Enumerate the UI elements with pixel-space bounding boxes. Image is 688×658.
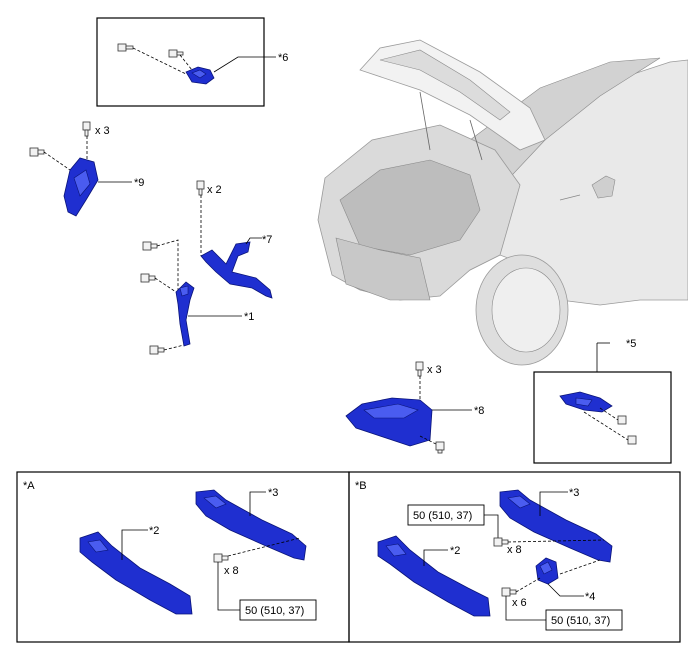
qty-b6: x 6 — [512, 597, 527, 609]
label-8: *8 — [474, 405, 484, 417]
part-1 — [175, 281, 195, 347]
vehicle-illustration — [317, 39, 688, 366]
bolt-icon — [493, 537, 509, 547]
bolt-icon — [140, 273, 156, 283]
bolt-icon — [213, 553, 229, 563]
label-6: *6 — [278, 52, 288, 64]
bolt-icon — [627, 435, 637, 445]
qty-a: x 8 — [224, 565, 239, 577]
bolt-icon — [617, 415, 627, 425]
part-8 — [345, 397, 433, 447]
label-5: *5 — [626, 338, 636, 350]
part-2-b — [377, 535, 491, 617]
label-9: *9 — [134, 177, 144, 189]
label-1: *1 — [244, 311, 254, 323]
bolt-icon — [142, 241, 158, 251]
torque-b-bottom: 50 (510, 37) — [551, 615, 610, 627]
torque-a: 50 (510, 37) — [245, 605, 304, 617]
part-2-a — [79, 531, 193, 615]
inset-box-6 — [96, 17, 265, 107]
bolt-icon — [196, 180, 205, 196]
qty-8: x 3 — [427, 364, 442, 376]
qty-7: x 2 — [207, 184, 222, 196]
part-4 — [535, 557, 559, 585]
panel-a-title: *A — [23, 480, 35, 492]
clip-part-6 — [185, 66, 215, 85]
bolt-icon — [149, 345, 165, 355]
label-2-a: *2 — [149, 525, 159, 537]
bolt-icon — [82, 121, 91, 137]
torque-box-a — [239, 599, 317, 621]
panel-b-title: *B — [355, 480, 367, 492]
label-3-a: *3 — [268, 487, 278, 499]
label-4: *4 — [585, 591, 595, 603]
bolt-icon — [29, 147, 45, 157]
label-3-b: *3 — [569, 487, 579, 499]
label-7: *7 — [262, 234, 272, 246]
part-3-b — [499, 489, 613, 563]
torque-b-top: 50 (510, 37) — [413, 510, 472, 522]
part-9 — [63, 157, 99, 217]
qty-b8: x 8 — [507, 544, 522, 556]
part-3-a — [195, 489, 307, 561]
inset-box-5 — [533, 371, 672, 464]
torque-box-b-bottom — [545, 609, 623, 631]
bolt-icon — [117, 43, 134, 52]
label-2-b: *2 — [450, 545, 460, 557]
part-7 — [200, 241, 273, 299]
bolt-icon — [415, 361, 424, 377]
panel-b — [348, 471, 681, 643]
qty-9: x 3 — [95, 125, 110, 137]
part-5 — [559, 391, 613, 413]
bolt-icon — [435, 441, 445, 454]
bolt-icon — [501, 587, 517, 597]
